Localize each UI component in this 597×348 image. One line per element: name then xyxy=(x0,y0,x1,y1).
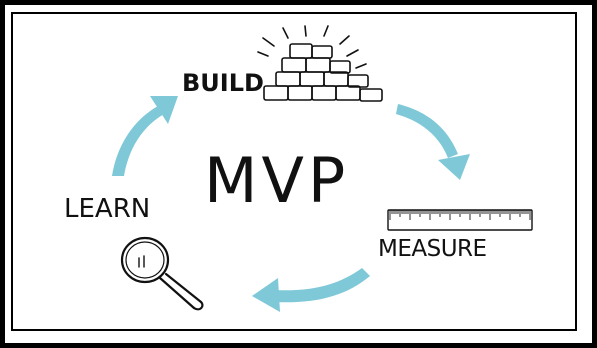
arrow-measure-to-learn xyxy=(252,268,370,312)
magnifier-icon xyxy=(120,236,204,311)
ruler-ticks xyxy=(389,210,531,220)
ruler-icon xyxy=(387,209,533,231)
bricks-icon xyxy=(257,25,383,102)
stage-label-build: BUILD xyxy=(182,69,264,97)
inner-border xyxy=(11,12,577,331)
center-label-mvp: MVP xyxy=(204,144,350,217)
arrow-learn-to-build xyxy=(112,96,178,176)
arrow-build-to-measure xyxy=(396,104,470,180)
stage-label-learn: LEARN xyxy=(64,194,151,224)
cycle-arrows xyxy=(112,96,470,312)
stage-label-measure: MEASURE xyxy=(378,236,487,262)
